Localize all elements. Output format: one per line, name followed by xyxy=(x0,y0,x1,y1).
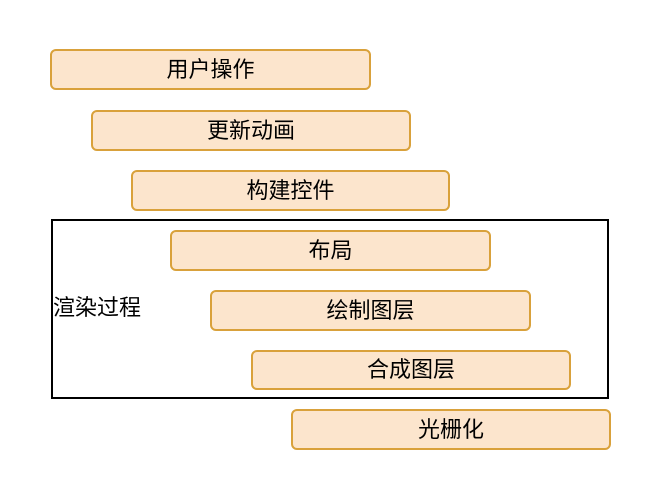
step-build-widgets: 构建控件 xyxy=(131,170,450,211)
step-build-widgets-label: 构建控件 xyxy=(246,177,335,203)
step-update-animation-label: 更新动画 xyxy=(206,117,295,143)
step-rasterize: 光栅化 xyxy=(291,409,611,450)
step-rasterize-label: 光栅化 xyxy=(417,416,484,442)
step-composite-layers: 合成图层 xyxy=(251,350,571,390)
step-user-action: 用户操作 xyxy=(50,49,371,90)
render-process-group-rect xyxy=(51,219,609,399)
step-layout-label: 布局 xyxy=(308,237,353,263)
step-update-animation: 更新动画 xyxy=(91,110,411,151)
step-layout: 布局 xyxy=(170,230,491,271)
step-paint-layers-label: 绘制图层 xyxy=(326,297,415,323)
step-composite-layers-label: 合成图层 xyxy=(366,357,455,382)
render-process-group-label: 渲染过程 xyxy=(53,295,142,320)
step-user-action-label: 用户操作 xyxy=(166,56,255,82)
step-paint-layers: 绘制图层 xyxy=(210,290,531,331)
